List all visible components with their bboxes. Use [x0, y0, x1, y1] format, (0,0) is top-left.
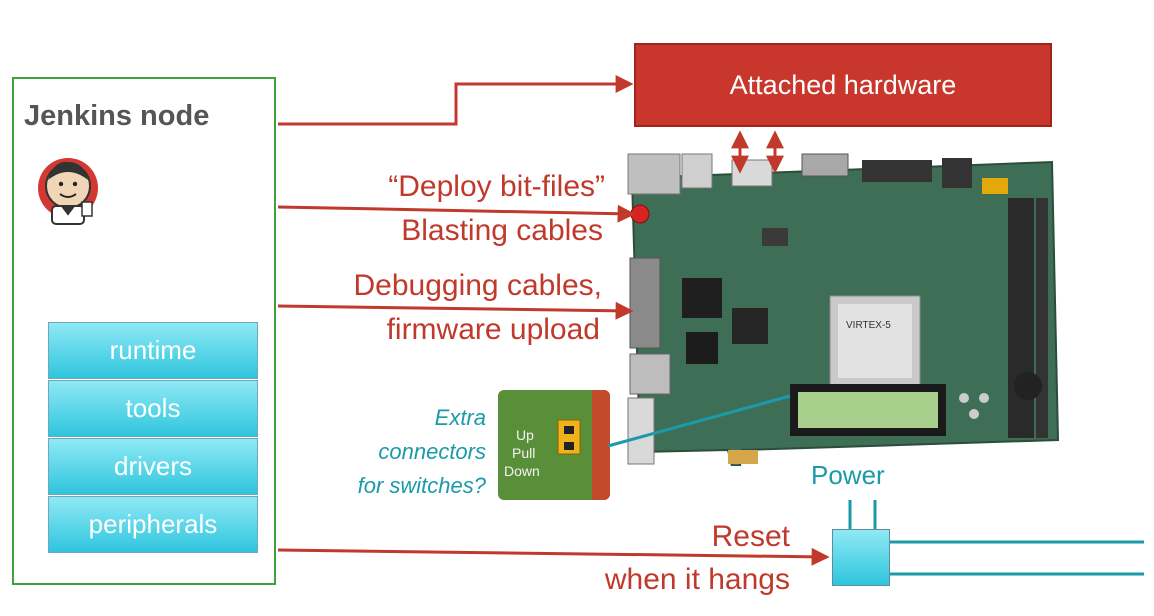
switch-note-line2: connectors — [378, 439, 486, 464]
fpga-board-image: VIRTEX-5 — [627, 153, 1060, 466]
debug-label-line1: Debugging cables, — [353, 269, 602, 302]
reset-label-line2: when it hangs — [604, 563, 790, 596]
inset-label-up: Up — [516, 427, 534, 443]
debug-label-line2: firmware upload — [386, 313, 600, 346]
deploy-label-line1: “Deploy bit-files” — [388, 170, 605, 203]
reset-label-line1: Reset — [711, 520, 790, 553]
attached-hardware-box: Attached hardware — [634, 43, 1052, 127]
deploy-label-line2: Blasting cables — [401, 214, 603, 247]
switch-note-line1: Extra — [434, 405, 486, 430]
stack-item-drivers: drivers — [48, 438, 258, 495]
arrow-deploy — [277, 204, 636, 223]
jumper-inset-image: Up Pull Down — [498, 390, 610, 500]
arrow-debug — [277, 301, 634, 320]
jenkins-node-title: Jenkins node — [24, 100, 210, 132]
switch-pointer-line — [607, 394, 791, 448]
jenkins-logo-icon — [38, 158, 98, 225]
arrow-to-hardware — [278, 75, 634, 126]
inset-label-pull: Pull — [512, 445, 535, 461]
switch-note-line3: for switches? — [357, 473, 486, 498]
arrow-reset — [277, 547, 830, 566]
power-label: Power — [811, 460, 885, 490]
stack-item-tools: tools — [48, 380, 258, 437]
stack-item-runtime: runtime — [48, 322, 258, 379]
svg-text:VIRTEX-5: VIRTEX-5 — [846, 320, 891, 331]
inset-label-down: Down — [504, 463, 540, 479]
stack-item-peripherals: peripherals — [48, 496, 258, 553]
reset-relay-box — [832, 529, 890, 586]
